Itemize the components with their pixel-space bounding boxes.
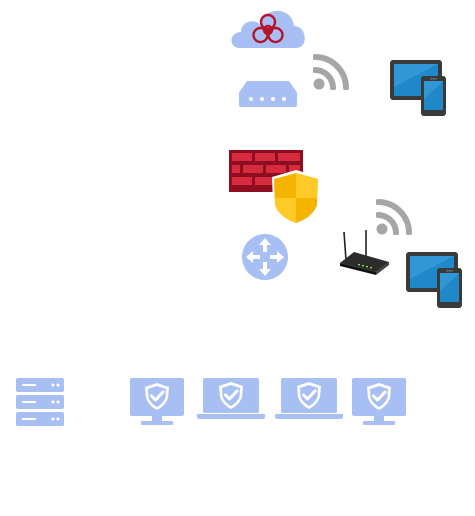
wifi-signal-icon bbox=[314, 57, 347, 90]
router-icon bbox=[242, 234, 288, 280]
tablet-phone-icon bbox=[406, 252, 462, 308]
modem-icon bbox=[239, 81, 297, 107]
wifi-signal-icon bbox=[377, 202, 410, 235]
firewall-shield-icon bbox=[229, 150, 320, 226]
secured-laptop-icon bbox=[197, 378, 265, 419]
cloud-biohazard-icon bbox=[231, 10, 305, 48]
tablet-phone-icon bbox=[390, 60, 446, 116]
secured-laptop-icon bbox=[275, 378, 343, 419]
secured-desktop-icon bbox=[130, 378, 184, 425]
secured-desktop-icon bbox=[352, 378, 406, 425]
server-icon bbox=[16, 378, 64, 426]
wireless-access-point-icon bbox=[340, 230, 389, 275]
